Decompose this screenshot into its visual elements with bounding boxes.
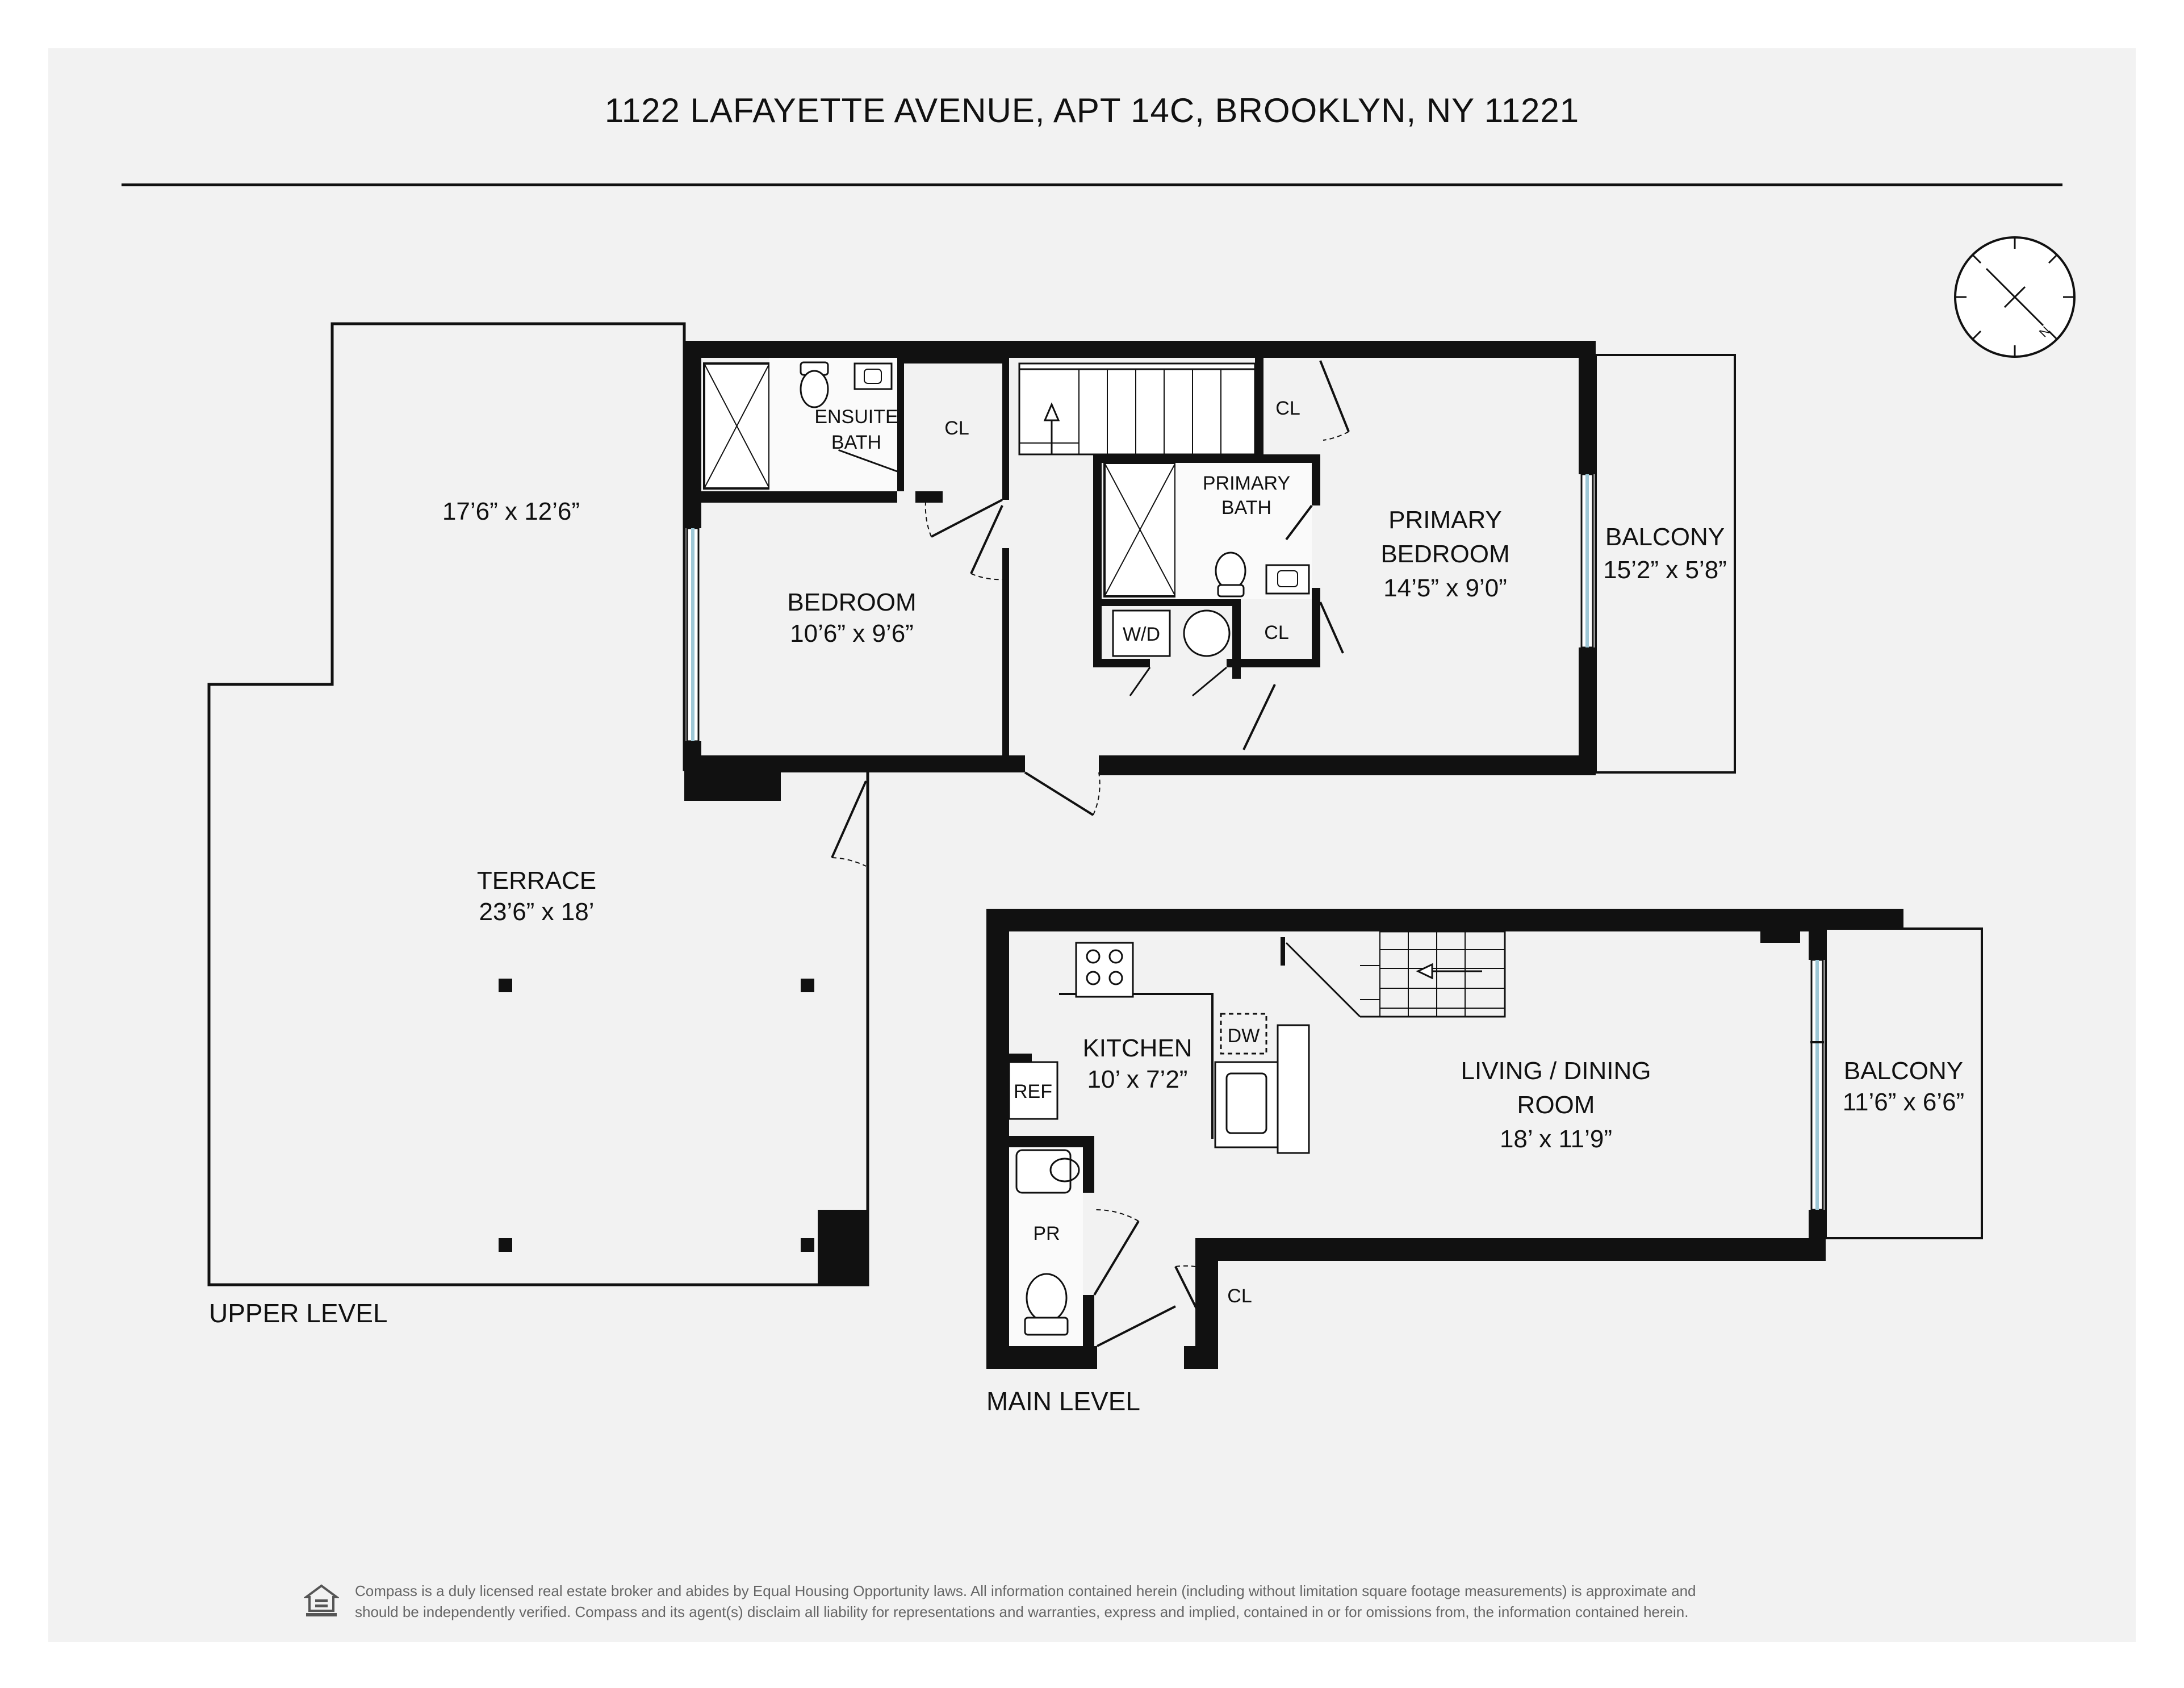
- disclaimer-line-1: Compass is a duly licensed real estate b…: [355, 1582, 1696, 1599]
- upper-doors: [924, 360, 1350, 816]
- terrace: [207, 322, 869, 1286]
- living-dining-label-2: ROOM: [1517, 1091, 1595, 1119]
- primary-bath-label-2: BATH: [1221, 497, 1271, 519]
- main-level-label: MAIN LEVEL: [986, 1386, 1140, 1416]
- upper-walls: [684, 341, 1596, 801]
- dishwasher-label: DW: [1228, 1025, 1260, 1047]
- main-balcony-label: BALCONY: [1844, 1057, 1963, 1085]
- kitchen-fixtures: [1008, 942, 1310, 1154]
- primary-bath-fixtures: [1103, 462, 1312, 657]
- living-dining-label: LIVING / DINING: [1461, 1057, 1651, 1085]
- equal-housing-icon: [304, 1584, 339, 1616]
- main-balcony: [1825, 927, 1983, 1239]
- upper-stairs: [1018, 362, 1256, 456]
- refrigerator-label: REF: [1014, 1081, 1052, 1102]
- terrace-post: [801, 979, 814, 992]
- primary-closet-label: CL: [1275, 398, 1300, 419]
- ensuite-bath-label-2: BATH: [831, 432, 881, 453]
- main-closet-label: CL: [1227, 1285, 1252, 1307]
- primary-bedroom-dims: 14’5” x 9’0”: [1383, 574, 1507, 602]
- hall-closet-label: CL: [1264, 622, 1288, 644]
- terrace-dims: 23’6” x 18’: [479, 898, 594, 926]
- main-doors: [1093, 1209, 1211, 1347]
- terrace-label: TERRACE: [477, 867, 596, 895]
- upper-balcony: [1595, 354, 1736, 774]
- compass: N: [1954, 236, 2076, 358]
- primary-bath-label: PRIMARY: [1203, 473, 1290, 494]
- main-windows: [1810, 959, 1824, 1211]
- kitchen-label: KITCHEN: [1082, 1034, 1192, 1062]
- upper-balcony-label: BALCONY: [1605, 523, 1725, 551]
- main-stairs: [1285, 930, 1506, 1018]
- page-title: 1122 LAFAYETTE AVENUE, APT 14C, BROOKLYN…: [604, 91, 1580, 129]
- washer-dryer-label: W/D: [1123, 624, 1160, 645]
- terrace-column-block: [818, 1210, 868, 1285]
- kitchen-dims: 10’ x 7’2”: [1087, 1066, 1188, 1093]
- disclaimer-line-2: should be independently verified. Compas…: [355, 1603, 1689, 1620]
- upper-windows: [686, 473, 1594, 742]
- title-rule: [122, 183, 2062, 186]
- upper-balcony-dims: 15’2” x 5’8”: [1603, 556, 1727, 584]
- powder-fixtures: [1009, 1147, 1083, 1346]
- ensuite-bath-label: ENSUITE: [814, 406, 898, 428]
- main-balcony-dims: 11’6” x 6’6”: [1843, 1088, 1964, 1116]
- upper-level-label: UPPER LEVEL: [209, 1298, 388, 1328]
- powder-room-label: PR: [1033, 1223, 1060, 1244]
- living-dining-dims: 18’ x 11’9”: [1500, 1125, 1612, 1153]
- disclaimer: Compass is a duly licensed real estate b…: [355, 1581, 1888, 1623]
- bedroom-dims: 10’6” x 9’6”: [790, 620, 914, 647]
- terrace-upper-dims: 17’6” x 12’6”: [442, 498, 580, 525]
- ensuite-fixtures: [703, 358, 898, 491]
- bedroom-label: BEDROOM: [787, 588, 916, 616]
- terrace-post: [499, 1238, 512, 1252]
- terrace-post: [499, 979, 512, 992]
- main-walls: [986, 909, 1903, 1369]
- primary-bedroom-label: PRIMARY: [1388, 506, 1502, 534]
- terrace-door: [831, 780, 867, 858]
- primary-bedroom-label-2: BEDROOM: [1380, 540, 1509, 568]
- terrace-post: [801, 1238, 814, 1252]
- bedroom-closet-label: CL: [944, 417, 969, 439]
